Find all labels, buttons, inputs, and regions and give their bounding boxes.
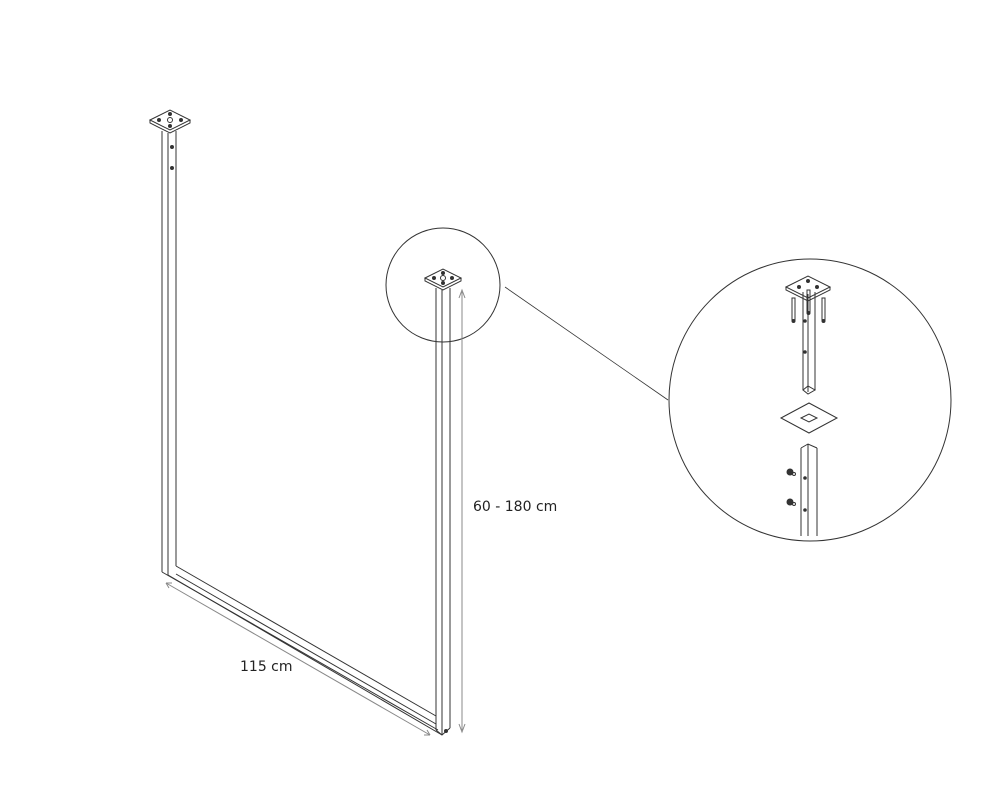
tube-insert <box>802 292 817 395</box>
detail-circle-small <box>385 227 501 343</box>
callout-leader-line <box>504 286 669 401</box>
bottom-bar <box>161 565 443 736</box>
right-post <box>435 288 451 736</box>
detail-assembly <box>779 275 839 536</box>
height-dimension-label: 60 - 180 cm <box>473 499 558 515</box>
bolts <box>786 468 796 506</box>
left-mounting-plate <box>148 109 192 134</box>
adjustable-post <box>800 443 818 536</box>
detail-circle-large <box>668 258 952 542</box>
right-mounting-plate <box>423 268 463 291</box>
cover-plate <box>779 402 839 434</box>
left-post <box>161 131 177 575</box>
width-dimension-label: 115 cm <box>240 659 293 675</box>
dimension-lines <box>165 288 466 736</box>
